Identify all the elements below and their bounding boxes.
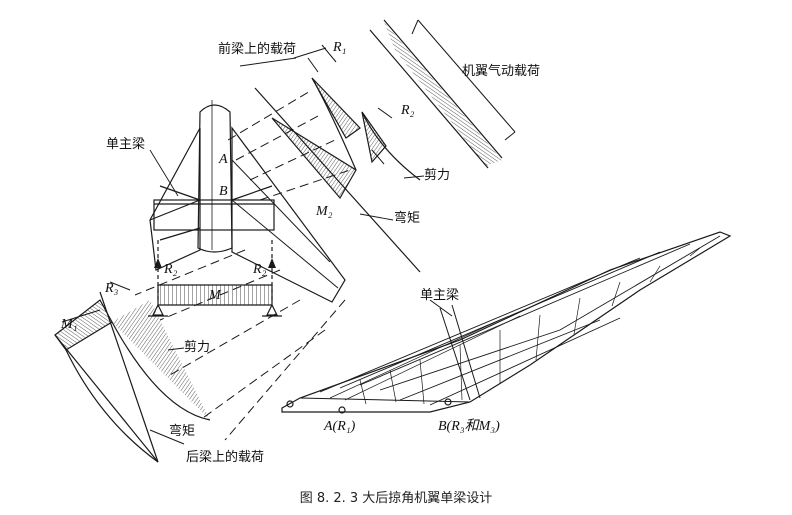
figure-caption: 图 8. 2. 3 大后掠角机翼单梁设计 — [299, 491, 493, 506]
a-r1-label: A(R₁) — [324, 419, 356, 434]
wing-planform — [148, 100, 346, 317]
single-spar-left-label: 单主梁 — [106, 137, 146, 152]
m1-symbol: M₁ — [61, 317, 78, 332]
r1-symbol: R₁ — [333, 40, 347, 55]
single-spar-right-label: 单主梁 — [420, 288, 460, 303]
shear-lower-label: 剪力 — [184, 340, 211, 355]
m2-symbol: M₂ — [316, 204, 333, 219]
r2-left-symbol: R₂ — [164, 262, 178, 277]
moment-upper-label: 弯矩 — [394, 211, 421, 226]
label-leaders — [149, 149, 425, 351]
wing-aero-load-strip — [369, 19, 516, 169]
r2-right-symbol: R₂ — [253, 262, 267, 277]
rear-spar-load-label: 后梁上的载荷 — [186, 450, 265, 465]
r3-symbol: R₃ — [105, 281, 119, 296]
front-spar-load-diagram — [239, 44, 421, 273]
b-r3-m3-label: B(R₃和M₃) — [438, 419, 500, 434]
wing-structure-drawing — [281, 231, 732, 414]
r2-upper-symbol: R₂ — [401, 103, 415, 118]
point-a-symbol: A — [219, 152, 228, 167]
moment-lower-label: 弯矩 — [169, 424, 196, 439]
m-symbol: M — [209, 288, 221, 303]
wing-aero-load-label: 机翼气动载荷 — [462, 64, 541, 79]
rear-spar-load-diagram — [54, 281, 211, 463]
front-spar-load-label: 前梁上的载荷 — [218, 42, 297, 57]
point-b-symbol: B — [219, 184, 228, 199]
shear-upper-label: 剪力 — [424, 168, 451, 183]
